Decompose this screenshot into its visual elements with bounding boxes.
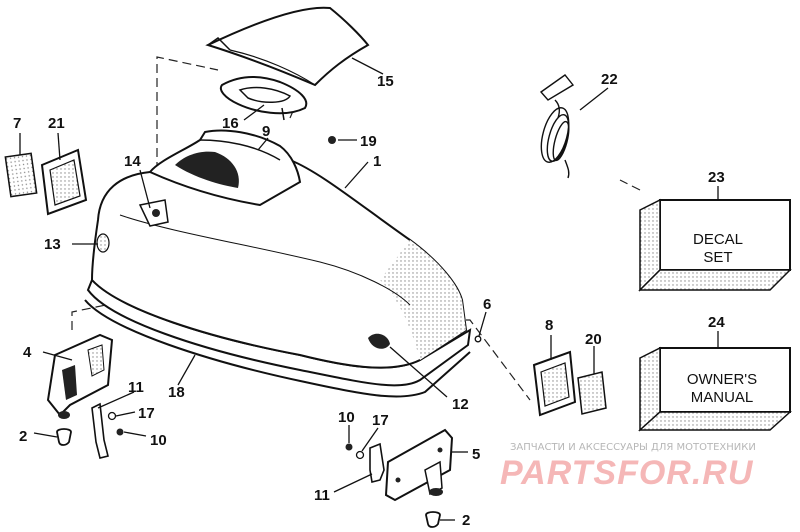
decal-set-line2: SET bbox=[703, 249, 732, 266]
label-11-right: 11 bbox=[314, 487, 330, 504]
owners-manual-box: OWNER'S MANUAL bbox=[638, 346, 792, 432]
label-11-left: 11 bbox=[128, 379, 144, 396]
label-5: 5 bbox=[472, 446, 480, 463]
watermark-brand: PARTSFOR.RU bbox=[500, 454, 754, 492]
bracket-5 bbox=[384, 428, 454, 502]
callout-leaders bbox=[19, 57, 719, 521]
label-13: 13 bbox=[44, 236, 61, 253]
screw-10-right bbox=[345, 443, 353, 451]
label-9: 9 bbox=[262, 123, 270, 140]
label-7: 7 bbox=[13, 115, 21, 132]
label-4: 4 bbox=[23, 344, 32, 361]
label-22: 22 bbox=[601, 71, 618, 88]
screw-6 bbox=[474, 335, 482, 343]
label-2-left: 2 bbox=[19, 428, 27, 445]
vent-grommet bbox=[219, 76, 308, 121]
label-20: 20 bbox=[585, 331, 602, 348]
label-23: 23 bbox=[708, 169, 725, 186]
label-17-right: 17 bbox=[372, 412, 389, 429]
washer-17-left bbox=[107, 411, 117, 421]
label-21: 21 bbox=[48, 115, 65, 132]
label-19: 19 bbox=[360, 133, 377, 150]
owners-manual-line2: MANUAL bbox=[691, 389, 754, 406]
gasket-21 bbox=[40, 148, 88, 216]
label-10-right: 10 bbox=[338, 409, 355, 426]
label-24: 24 bbox=[708, 314, 725, 331]
gasket-8 bbox=[532, 350, 577, 417]
label-16: 16 bbox=[222, 115, 239, 132]
cable-22 bbox=[539, 74, 575, 179]
decal-20 bbox=[577, 371, 607, 415]
knob-2-left bbox=[56, 428, 72, 446]
label-18: 18 bbox=[168, 384, 185, 401]
latch-arm-left bbox=[91, 402, 109, 459]
watermark-caption: ЗАПЧАСТИ И АКСЕССУАРЫ ДЛЯ МОТОТЕХНИКИ bbox=[510, 442, 756, 453]
decal-set-line1: DECAL bbox=[693, 231, 743, 248]
label-15: 15 bbox=[377, 73, 394, 90]
label-14: 14 bbox=[124, 153, 141, 170]
bracket-4 bbox=[46, 333, 114, 419]
washer-17-right bbox=[355, 450, 365, 460]
label-8: 8 bbox=[545, 317, 553, 334]
label-1: 1 bbox=[373, 153, 381, 170]
motor-cover bbox=[84, 129, 472, 398]
label-6: 6 bbox=[483, 296, 491, 313]
decal-set-box: DECAL SET bbox=[638, 198, 792, 292]
decal-7 bbox=[4, 152, 38, 198]
vent-cover bbox=[205, 6, 370, 87]
label-17-left: 17 bbox=[138, 405, 155, 422]
latch-arm-right bbox=[369, 442, 385, 483]
screw-10-left bbox=[116, 428, 124, 436]
label-12: 12 bbox=[452, 396, 469, 413]
label-2-right: 2 bbox=[462, 512, 470, 529]
owners-manual-line1: OWNER'S bbox=[687, 371, 757, 388]
knob-2-right bbox=[425, 511, 441, 528]
label-10-left: 10 bbox=[150, 432, 167, 449]
screw-19 bbox=[328, 136, 336, 144]
